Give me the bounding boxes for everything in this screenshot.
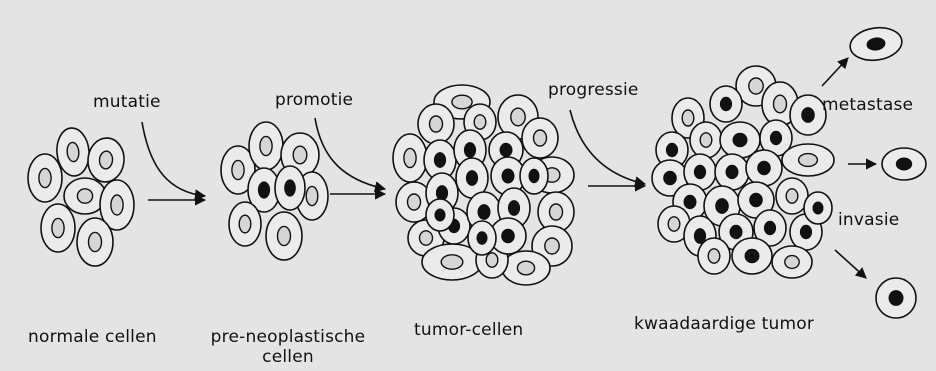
malignant-cell bbox=[732, 238, 772, 274]
malignant-cell bbox=[790, 95, 826, 135]
circulating-cell bbox=[882, 148, 926, 180]
malignant-cell bbox=[804, 192, 832, 224]
preneoplastic-label-line2: cellen bbox=[198, 347, 378, 367]
invasive-cell bbox=[876, 278, 916, 318]
malignant-tumor-cluster bbox=[652, 66, 834, 278]
metastatic-cell bbox=[848, 25, 904, 64]
malignant-cell bbox=[715, 154, 749, 190]
preneoplastic-cells-cluster bbox=[221, 122, 328, 260]
malignant-cell bbox=[746, 150, 782, 186]
mutation-arrow bbox=[142, 122, 205, 196]
tumor-cell bbox=[522, 118, 558, 158]
invasion-arrow bbox=[835, 250, 866, 278]
progression-arrow bbox=[570, 110, 645, 184]
malignant-tumor-label: kwaadaardige tumor bbox=[634, 314, 814, 334]
metastasis-label: metastase bbox=[822, 95, 913, 115]
normal-cells-cluster bbox=[28, 127, 134, 266]
tumor-cell bbox=[520, 158, 548, 194]
preneoplastic-cell bbox=[275, 166, 305, 210]
malignant-cell bbox=[772, 246, 812, 278]
preneoplastic-cell bbox=[266, 212, 302, 260]
tumor-cell bbox=[468, 221, 496, 255]
mutation-label: mutatie bbox=[93, 92, 161, 112]
malignant-cell bbox=[710, 86, 742, 122]
metastasis-arrow bbox=[822, 58, 848, 86]
progression-label: progressie bbox=[548, 80, 639, 100]
tumor-cells-cluster bbox=[393, 85, 574, 285]
normal-cell bbox=[41, 204, 75, 252]
tumor-cells-label: tumor-cellen bbox=[414, 320, 523, 340]
normal-cell bbox=[28, 154, 62, 202]
preneoplastic-label-line1: pre-neoplastische bbox=[198, 327, 378, 347]
promotion-arrow bbox=[315, 118, 385, 189]
invasion-label: invasie bbox=[838, 210, 899, 230]
tumor-cell bbox=[426, 199, 454, 231]
promotion-label: promotie bbox=[275, 90, 353, 110]
malignant-cell bbox=[776, 178, 808, 214]
preneoplastic-label: pre-neoplastische cellen bbox=[198, 327, 378, 367]
normal-cell bbox=[86, 137, 126, 184]
preneoplastic-cell bbox=[249, 122, 283, 170]
preneoplastic-cell bbox=[229, 202, 261, 246]
tumor-cell bbox=[502, 251, 550, 285]
normal-cells-label: normale cellen bbox=[28, 327, 157, 347]
malignant-cell bbox=[690, 122, 722, 158]
tumor-cell bbox=[418, 104, 454, 144]
normal-cell bbox=[77, 218, 113, 266]
malignant-cell bbox=[782, 144, 834, 176]
escaped-cells bbox=[848, 25, 926, 318]
malignant-cell bbox=[698, 238, 730, 274]
tumor-cell bbox=[393, 134, 427, 182]
